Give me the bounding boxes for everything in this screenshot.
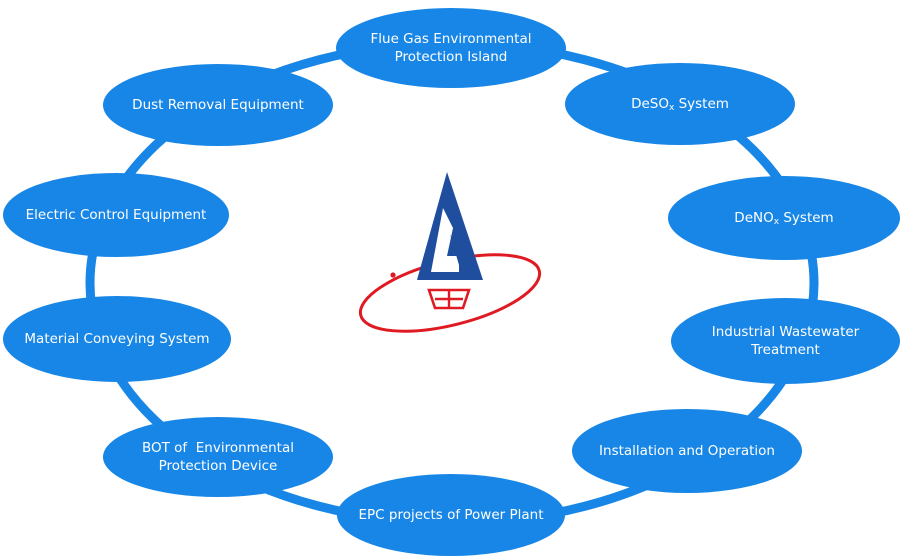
node-label-line1: BOT of Environmental <box>141 440 294 456</box>
node-material-conveying-system: Material Conveying System <box>3 296 231 382</box>
node-label: EPC projects of Power Plant <box>358 507 544 523</box>
node-label-line2: Protection Island <box>394 49 508 65</box>
node-installation-and-operation: Installation and Operation <box>572 409 802 493</box>
node-label: Electric Control Equipment <box>25 207 207 223</box>
company-logo-icon <box>358 172 542 333</box>
node-label-line1: Industrial Wastewater <box>711 324 860 340</box>
node-label: Dust Removal Equipment <box>132 97 304 113</box>
orbit-dot <box>390 272 396 278</box>
node-label: DeNOx System <box>734 210 834 227</box>
node-electric-control-equipment: Electric Control Equipment <box>3 173 229 257</box>
base-emblem <box>427 288 471 310</box>
triangle-inner-stroke <box>450 234 467 272</box>
node-label: Material Conveying System <box>24 331 210 347</box>
node-label: DeSOx System <box>631 96 729 113</box>
triangle-cutout <box>431 208 459 272</box>
node-industrial-wastewater-treatment: Industrial Wastewater Treatment <box>671 298 900 384</box>
node-flue-gas-environmental-protection-island: Flue Gas Environmental Protection Island <box>336 8 566 88</box>
node-deno-system: DeNOx System <box>668 176 900 260</box>
node-dust-removal-equipment: Dust Removal Equipment <box>103 64 333 146</box>
node-label-line1: Flue Gas Environmental <box>370 31 532 47</box>
node-bot-of-environmental-protection-device: BOT of Environmental Protection Device <box>103 417 333 497</box>
node-label-line2: Treatment <box>751 342 820 358</box>
node-epc-projects-of-power-plant: EPC projects of Power Plant <box>337 474 565 556</box>
node-deso-system: DeSOx System <box>565 63 795 145</box>
node-label: Installation and Operation <box>599 443 775 459</box>
node-label-line2: Protection Device <box>158 458 278 474</box>
